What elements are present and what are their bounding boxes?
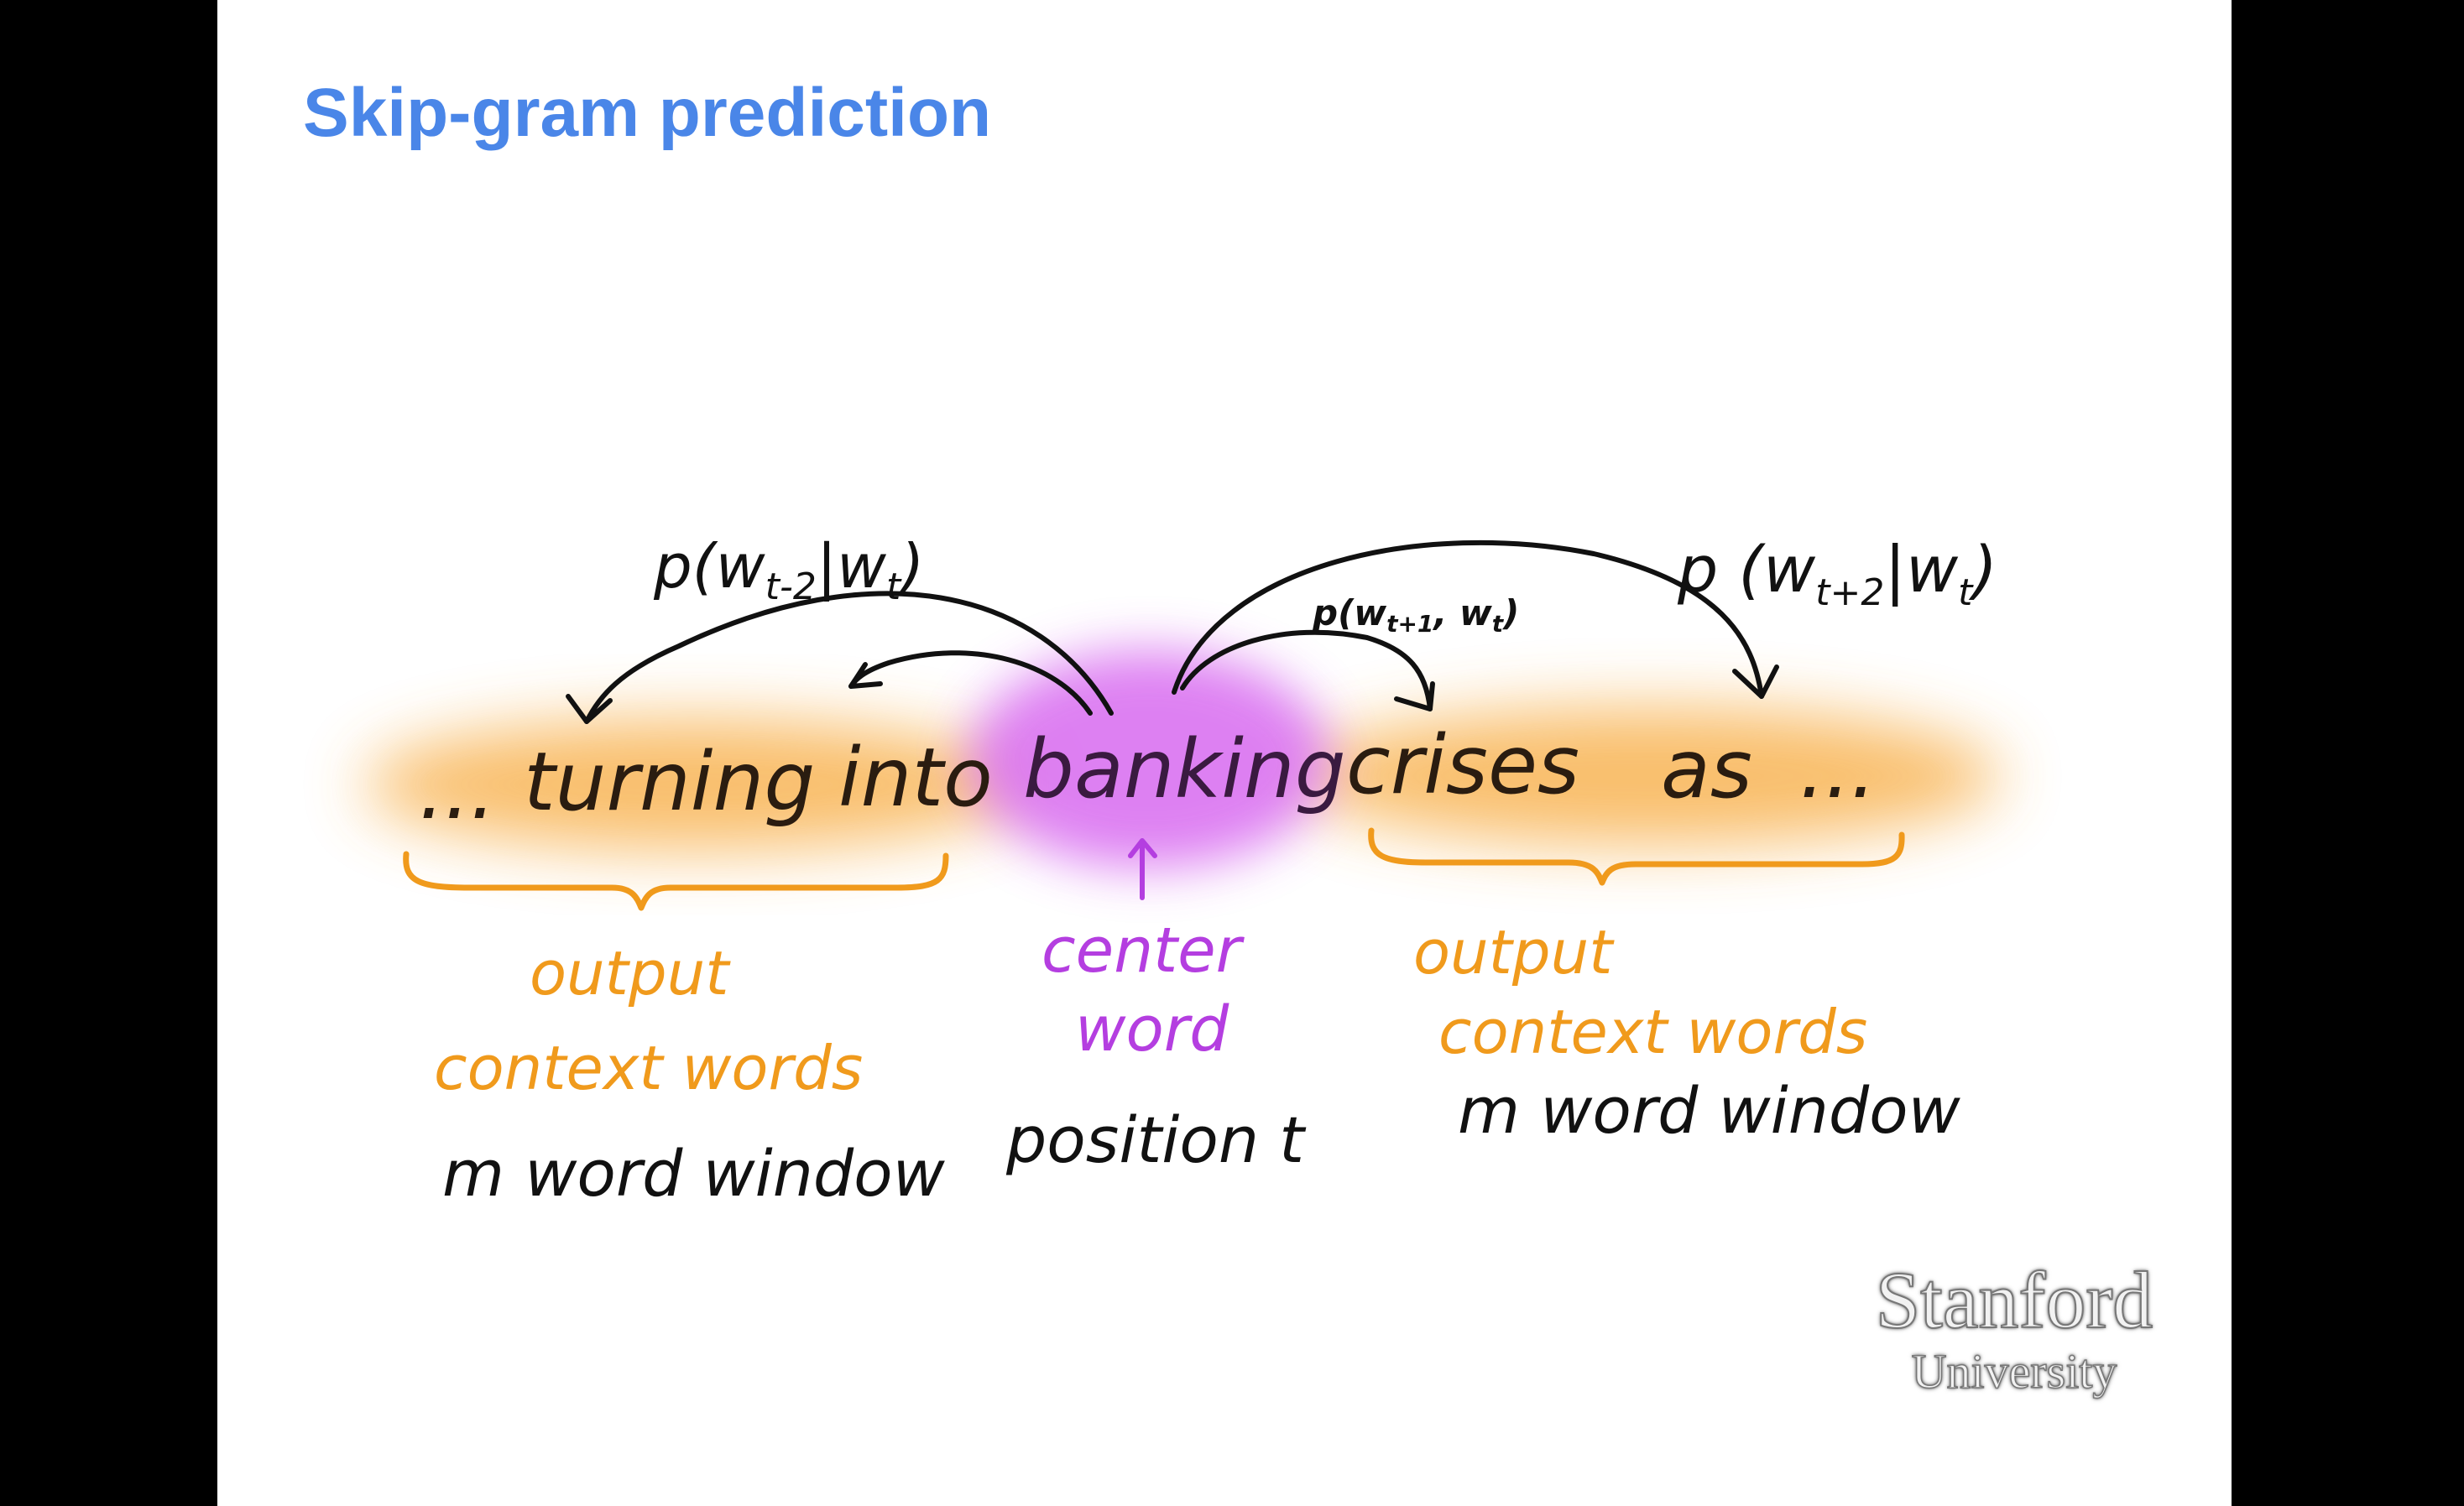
arrow-center-to-t-plus-1 bbox=[1180, 629, 1433, 711]
prob-t-plus-1-sub: t+1 bbox=[1386, 610, 1433, 638]
word-into: into bbox=[838, 731, 993, 825]
prob-t-minus-2-close: ) bbox=[896, 531, 924, 602]
slide: Skip-gram prediction . bbox=[217, 0, 2232, 1506]
center-label: center bbox=[1041, 915, 1245, 987]
prob-t-plus-1: p(wt+1, wt) bbox=[1312, 592, 1519, 638]
prob-t-plus-2-p: p (w bbox=[1677, 532, 1816, 607]
center-pointer-arrow-head bbox=[1128, 838, 1157, 858]
arrow-head-t-minus-2 bbox=[566, 694, 613, 724]
prob-t-plus-1-sub2: t bbox=[1492, 610, 1505, 638]
arrow-center-to-t-minus-2 bbox=[584, 591, 1114, 724]
prob-t-plus-2: p (wt+2|wt) bbox=[1677, 532, 1997, 614]
word-crises: crises bbox=[1346, 718, 1579, 812]
right-window-label: m word window bbox=[1458, 1073, 1961, 1148]
arrow-center-to-t-plus-2 bbox=[1172, 539, 1764, 699]
word-turning: turning bbox=[524, 735, 815, 829]
right-output-label: output bbox=[1413, 917, 1615, 987]
center-word-label: word bbox=[1075, 993, 1229, 1066]
ellipsis-right: ... bbox=[1799, 722, 1877, 816]
center-highlight bbox=[968, 650, 1329, 868]
right-context-words-label: context words bbox=[1438, 997, 1867, 1067]
prob-t-plus-1-p: p(w bbox=[1312, 592, 1386, 633]
center-word-banking: banking bbox=[1023, 722, 1346, 816]
left-context-words-label: context words bbox=[434, 1033, 863, 1103]
prob-t-plus-2-sub: t+2 bbox=[1815, 571, 1884, 614]
slide-title: Skip-gram prediction bbox=[303, 75, 992, 151]
prob-t-minus-2: p(wt-2|wt) bbox=[653, 531, 924, 608]
brace-left bbox=[403, 851, 949, 911]
skip-gram-diagram: ... turning into banking crises as ... bbox=[364, 531, 2001, 1211]
prob-t-minus-2-p: p(w bbox=[653, 531, 765, 602]
arrow-head-t-minus-1 bbox=[848, 662, 883, 689]
prob-t-minus-2-given: |w bbox=[817, 531, 886, 602]
logo-sub: University bbox=[1911, 1343, 2117, 1399]
prob-t-minus-2-sub: t-2 bbox=[765, 565, 817, 608]
ellipsis-left: ... bbox=[419, 743, 496, 837]
arrow-head-t-plus-2 bbox=[1732, 664, 1779, 699]
left-window-label: m word window bbox=[442, 1136, 946, 1211]
left-output-label: output bbox=[530, 938, 731, 1008]
stanford-logo: Stanford University bbox=[1838, 1258, 2190, 1401]
logo-name: Stanford bbox=[1875, 1255, 2154, 1345]
prob-t-plus-2-given: |w bbox=[1884, 532, 1959, 607]
brace-right bbox=[1368, 827, 1905, 886]
center-position-label: position t bbox=[1005, 1102, 1307, 1177]
prob-t-plus-2-close: ) bbox=[1968, 532, 1997, 607]
context-highlight-left bbox=[364, 719, 1027, 850]
arrow-head-t-plus-1 bbox=[1394, 681, 1435, 711]
prob-t-minus-2-sub2: t bbox=[886, 565, 902, 608]
prob-t-plus-2-sub2: t bbox=[1958, 571, 1974, 614]
prob-t-plus-1-close: ) bbox=[1501, 592, 1519, 633]
prob-t-plus-1-given: , w bbox=[1432, 592, 1492, 633]
context-highlight-right bbox=[1296, 707, 2001, 845]
word-as: as bbox=[1661, 722, 1752, 816]
arrow-center-to-t-minus-1 bbox=[848, 650, 1093, 716]
